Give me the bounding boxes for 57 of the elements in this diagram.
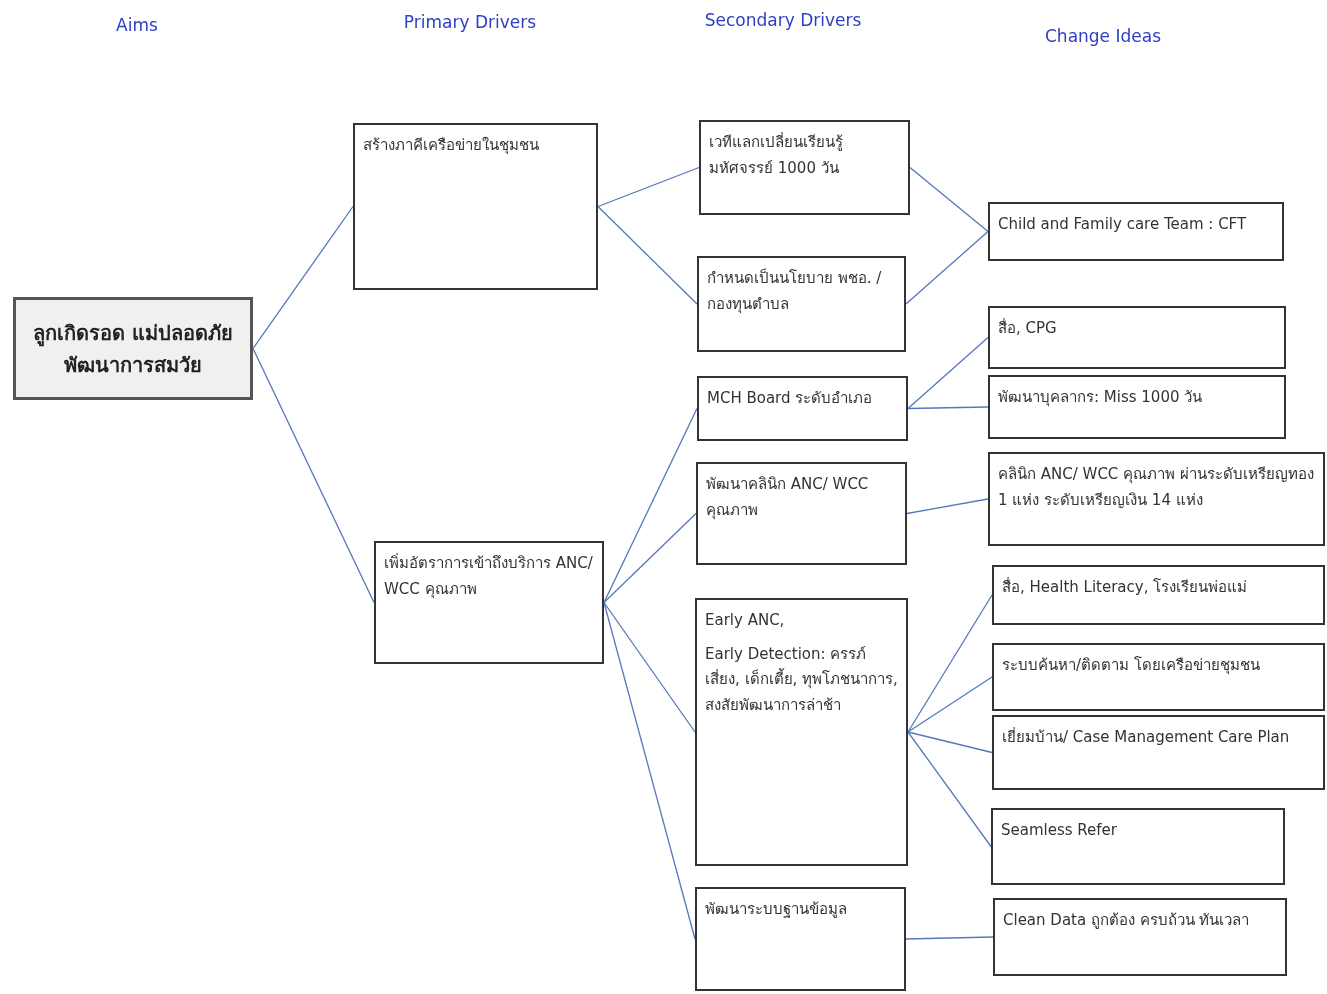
connector-line xyxy=(252,347,375,604)
aim-box xyxy=(13,297,253,400)
connector-line xyxy=(907,676,993,733)
node-text: พัฒนาระบบฐานข้อมูล xyxy=(705,899,847,920)
connector-line xyxy=(597,205,698,305)
driver-box xyxy=(988,202,1284,261)
driver-box xyxy=(988,375,1286,439)
node-text: คลินิก ANC/ WCC คุณภาพ ผ่านระดับเหรียญทอง 1 แห่ง ระดับเหรียญเงิน 14 แห่ง xyxy=(998,464,1315,511)
connector-line xyxy=(909,166,989,233)
driver-box xyxy=(992,715,1325,790)
driver-box xyxy=(988,306,1286,369)
node-text: Clean Data ถูกต้อง ครบถ้วน ทันเวลา xyxy=(1003,910,1250,931)
connector-line xyxy=(906,498,989,515)
node-text: Early Detection: ครรภ์เสี่ยง, เด็กเตี้ย, ทุพโภชนาการ, สงสัยพัฒนาการล่าช้า xyxy=(705,643,898,716)
driver-box xyxy=(699,120,910,215)
node-text: เพิ่มอัตราการเข้าถึงบริการ ANC/ WCC คุณภาพ xyxy=(384,552,594,601)
driver-box xyxy=(992,643,1325,711)
node-text: ลูกเกิดรอด แม่ปลอดภัย พัฒนาการสมวัย xyxy=(32,319,234,379)
node-text: สร้างภาคีเครือข่ายในชุมชน xyxy=(363,135,539,157)
node-text: พัฒนาคลินิก ANC/ WCC คุณภาพ xyxy=(706,474,870,522)
connector-line xyxy=(907,336,989,410)
driver-box xyxy=(696,462,907,565)
node-text: สื่อ, Health Literacy, โรงเรียนพ่อแม่ xyxy=(1002,576,1248,598)
connector-line xyxy=(907,731,993,754)
node-text: สื่อ, CPG xyxy=(998,317,1057,339)
column-heading: Change Ideas xyxy=(1045,25,1161,48)
node-text: Child and Family care Team : CFT xyxy=(998,214,1247,235)
driver-box xyxy=(697,376,908,441)
node-text: Early ANC, xyxy=(705,610,785,631)
node-text: กำหนดเป็นนโยบาย พชอ. / กองทุนตำบล xyxy=(707,267,883,316)
driver-box xyxy=(991,808,1285,885)
column-heading: Secondary Drivers xyxy=(704,9,862,32)
connector-line xyxy=(907,406,989,410)
node-text: ระบบค้นหา/ติดตาม โดยเครือข่ายชุมชน xyxy=(1002,655,1260,677)
driver-box xyxy=(697,256,906,352)
connector-line xyxy=(905,230,989,305)
node-text: เยี่ยมบ้าน/ Case Management Care Plan xyxy=(1002,726,1290,748)
driver-box xyxy=(695,598,908,866)
driver-box xyxy=(988,452,1325,546)
driver-box xyxy=(353,123,598,290)
column-heading: Primary Drivers xyxy=(403,11,537,34)
driver-box xyxy=(695,887,906,991)
connector-line xyxy=(907,594,993,733)
driver-box xyxy=(374,541,604,664)
node-text: Seamless Refer xyxy=(1001,820,1117,841)
connector-line xyxy=(905,936,994,940)
connector-line xyxy=(597,166,700,208)
driver-box xyxy=(993,898,1287,976)
node-text: MCH Board ระดับอำเภอ xyxy=(707,388,873,409)
connector-line xyxy=(252,205,354,350)
driver-box xyxy=(992,565,1325,625)
connector-line xyxy=(603,601,696,733)
connector-line xyxy=(603,512,697,604)
node-text: พัฒนาบุคลากร: Miss 1000 วัน xyxy=(998,387,1203,409)
column-heading: Aims xyxy=(116,14,158,37)
node-text: เวทีแลกเปลี่ยนเรียนรู้ มหัศจรรย์ 1000 วัน xyxy=(709,131,844,179)
connector-line xyxy=(907,731,992,848)
